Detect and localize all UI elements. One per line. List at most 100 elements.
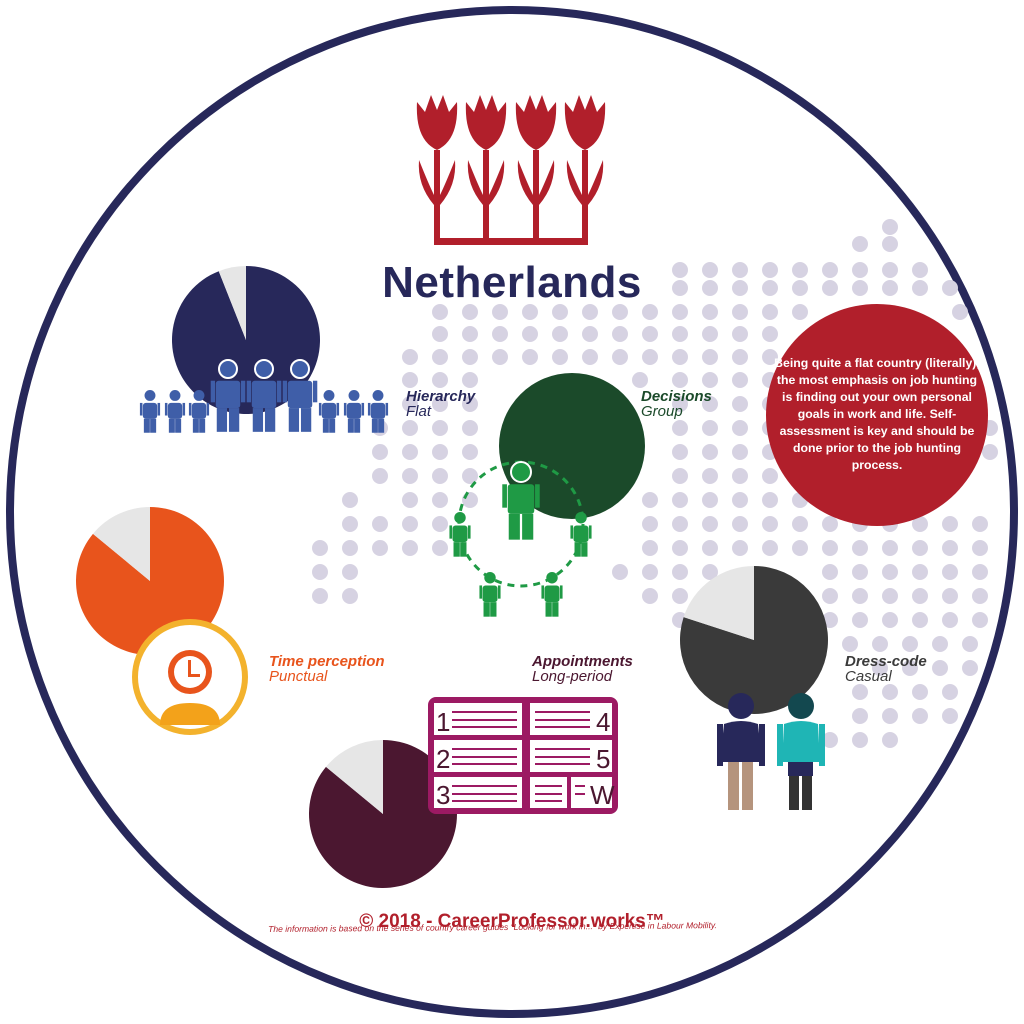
time-label-group: Time perception Punctual	[269, 654, 385, 684]
map-dot	[762, 262, 778, 278]
map-dot	[432, 420, 448, 436]
map-dot	[732, 396, 748, 412]
map-dot	[672, 444, 688, 460]
map-dot	[762, 280, 778, 296]
map-dot	[552, 349, 568, 365]
map-dot	[942, 684, 958, 700]
map-dot	[552, 326, 568, 342]
map-dot	[732, 468, 748, 484]
appointments-label-group: Appointments Long-period	[532, 654, 633, 684]
map-dot	[792, 262, 808, 278]
map-dot	[672, 468, 688, 484]
map-dot	[902, 636, 918, 652]
map-dot	[372, 468, 388, 484]
map-dot	[932, 636, 948, 652]
map-dot	[702, 420, 718, 436]
map-dot	[942, 708, 958, 724]
map-dot	[672, 516, 688, 532]
time-pie-remainder	[92, 507, 150, 581]
map-dot	[612, 349, 628, 365]
person-icon	[367, 390, 389, 433]
tulip-base	[434, 238, 588, 245]
map-dot	[882, 219, 898, 235]
map-dot	[522, 326, 538, 342]
map-dot	[792, 516, 808, 532]
map-dot	[962, 636, 978, 652]
map-dot	[792, 304, 808, 320]
map-dot	[432, 540, 448, 556]
map-dot	[822, 540, 838, 556]
map-dot	[342, 588, 358, 604]
dress-pie-remainder	[683, 566, 754, 640]
time-value: Punctual	[269, 668, 328, 685]
map-dot	[342, 540, 358, 556]
map-dot	[732, 349, 748, 365]
map-dot	[882, 612, 898, 628]
map-dot	[642, 564, 658, 580]
map-dot	[372, 540, 388, 556]
map-dot	[822, 280, 838, 296]
appointments-pie-slice	[309, 740, 458, 888]
time-pie	[75, 507, 224, 656]
casual-people-icons	[717, 693, 825, 810]
map-dot	[852, 732, 868, 748]
map-dot	[882, 262, 898, 278]
map-dot	[732, 420, 748, 436]
map-dot	[942, 564, 958, 580]
dress-label: Dress-code	[845, 653, 927, 670]
map-dot	[762, 468, 778, 484]
map-dot	[582, 304, 598, 320]
map-dot	[762, 492, 778, 508]
map-dot	[852, 588, 868, 604]
tulip-icon	[515, 95, 557, 240]
map-dot	[852, 280, 868, 296]
map-dot	[432, 444, 448, 460]
person-icon	[343, 390, 365, 433]
callout-circle	[766, 304, 988, 526]
map-dot	[732, 372, 748, 388]
map-dot	[462, 468, 478, 484]
map-dot	[462, 349, 478, 365]
map-dot	[432, 516, 448, 532]
map-dot	[702, 280, 718, 296]
map-dot	[762, 304, 778, 320]
map-dot	[972, 516, 988, 532]
map-dot	[872, 660, 888, 676]
map-dot	[732, 326, 748, 342]
map-dot	[732, 516, 748, 532]
map-dot	[672, 280, 688, 296]
map-dot	[822, 516, 838, 532]
map-dot	[822, 588, 838, 604]
dress-pie	[680, 566, 829, 715]
callout-text: Being quite a flat country (literally), …	[774, 356, 980, 472]
map-dot	[462, 304, 478, 320]
map-dot	[882, 588, 898, 604]
map-dot	[732, 304, 748, 320]
map-dot	[642, 304, 658, 320]
map-dot	[842, 636, 858, 652]
map-dot	[972, 588, 988, 604]
map-dot	[582, 326, 598, 342]
map-dot	[972, 612, 988, 628]
decisions-label-group: Decisions Group	[641, 389, 712, 419]
map-dot	[762, 326, 778, 342]
map-dot	[312, 564, 328, 580]
dress-pie-slice	[680, 566, 829, 715]
map-dot	[672, 304, 688, 320]
map-dot	[432, 326, 448, 342]
map-dot	[762, 540, 778, 556]
map-dot	[972, 564, 988, 580]
map-dot	[642, 326, 658, 342]
map-dot	[642, 349, 658, 365]
map-dot	[882, 708, 898, 724]
map-dot	[642, 540, 658, 556]
map-dot	[942, 280, 958, 296]
map-dot	[612, 326, 628, 342]
dress-value: Casual	[845, 668, 892, 685]
appointments-label: Appointments	[532, 653, 633, 670]
map-dot	[462, 444, 478, 460]
person-icon	[479, 572, 501, 617]
map-dot	[402, 516, 418, 532]
map-dot	[702, 349, 718, 365]
map-dot	[432, 492, 448, 508]
